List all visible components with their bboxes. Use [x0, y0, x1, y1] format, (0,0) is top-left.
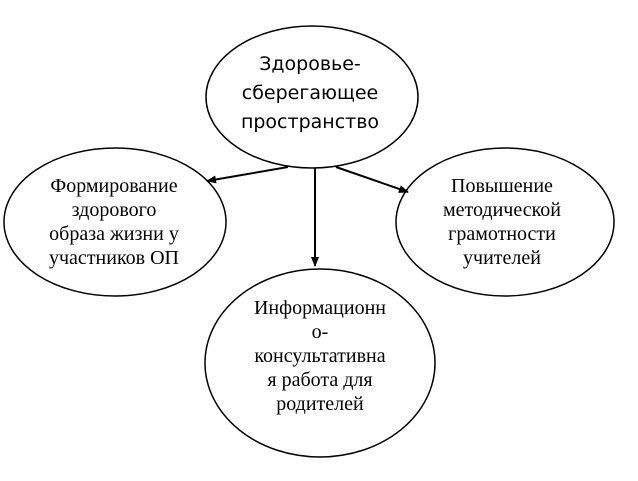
left-ellipse	[3, 147, 227, 297]
arrow-center-to-left	[206, 166, 289, 184]
center-node-label: Здоровье- сберегающее пространство	[240, 53, 380, 133]
right-node-label: Повышение методической грамотности учите…	[442, 175, 562, 269]
right-ellipse	[395, 147, 615, 297]
bottom-ellipse	[204, 268, 436, 458]
left-node-label: Формирование здорового образа жизни у уч…	[49, 175, 179, 269]
center-ellipse	[205, 25, 419, 169]
bottom-node-label: Информационн о- консультативна я работа …	[253, 297, 386, 415]
arrow-center-to-right	[335, 166, 409, 193]
